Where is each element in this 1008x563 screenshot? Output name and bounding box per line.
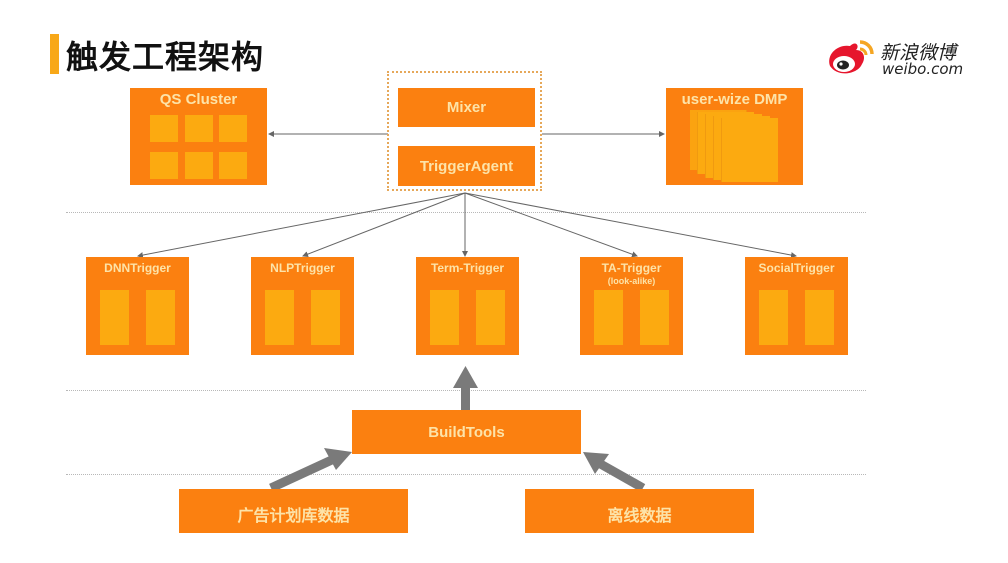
trigger-label: NLPTrigger <box>270 261 335 275</box>
trigger-tile <box>100 290 129 345</box>
cluster-tile <box>185 152 213 179</box>
trigger-sublabel: (look-alike) <box>607 276 656 286</box>
dmp-layer <box>722 118 778 182</box>
cluster-tile <box>185 115 213 142</box>
logo-name-en: weibo.com <box>882 60 964 78</box>
trigger-tile <box>311 290 340 345</box>
trigger-node-social: SocialTrigger <box>745 257 848 355</box>
trigger-agent-node: TriggerAgent <box>398 146 535 186</box>
trigger-label: DNNTrigger <box>104 261 171 275</box>
trigger-node-nlp: NLPTrigger <box>251 257 354 355</box>
source-label: 广告计划库数据 <box>237 506 350 525</box>
separator-line <box>66 212 866 213</box>
edge-buildtools-term <box>453 366 478 412</box>
trigger-label: TA-Trigger <box>601 261 662 275</box>
edge-offline-buildtools <box>583 452 646 492</box>
trigger-tile <box>476 290 505 345</box>
page-title: 触发工程架构 <box>66 38 265 76</box>
title-accent-bar <box>50 34 59 74</box>
cluster-tile <box>150 152 178 179</box>
separator-line <box>66 474 866 475</box>
agent-group-frame <box>387 71 542 191</box>
trigger-node-term: Term-Trigger <box>416 257 519 355</box>
trigger-tile <box>640 290 669 345</box>
trigger-label: Term-Trigger <box>430 261 505 275</box>
mixer-node: Mixer <box>398 88 535 127</box>
trigger-node-ta: TA-Trigger (look-alike) <box>580 257 683 355</box>
trigger-tile <box>430 290 459 345</box>
trigger-tile <box>805 290 834 345</box>
cluster-tile <box>219 152 247 179</box>
trigger-label: SocialTrigger <box>758 261 835 275</box>
qs-cluster-node: QS Cluster <box>130 88 267 185</box>
weibo-eye-icon <box>829 40 874 74</box>
dmp-node: user-wize DMP <box>666 88 803 185</box>
trigger-node-dnn: DNNTrigger <box>86 257 189 355</box>
edge-agent-social <box>464 192 797 259</box>
buildtools-node: BuildTools <box>352 410 581 454</box>
trigger-tile <box>265 290 294 345</box>
trigger-agent-label: TriggerAgent <box>419 158 514 175</box>
edge-agent-ta <box>464 192 638 258</box>
cluster-tile <box>219 115 247 142</box>
trigger-tile <box>759 290 788 345</box>
trigger-tile <box>594 290 623 345</box>
qs-cluster-label: QS Cluster <box>159 91 238 108</box>
source-node-ad-data: 广告计划库数据 <box>179 489 408 533</box>
trigger-tile <box>146 290 175 345</box>
dmp-label: user-wize DMP <box>681 91 788 108</box>
edge-agent-dnn <box>137 192 466 258</box>
logo-name-cn: 新浪微博 <box>880 42 957 64</box>
edge-ad-data-buildtools <box>269 448 352 493</box>
source-label: 离线数据 <box>607 506 672 525</box>
buildtools-label: BuildTools <box>428 424 505 441</box>
source-node-offline: 离线数据 <box>525 489 754 533</box>
cluster-tile <box>150 115 178 142</box>
mixer-label: Mixer <box>446 99 487 116</box>
edge-agent-nlp <box>302 192 466 257</box>
